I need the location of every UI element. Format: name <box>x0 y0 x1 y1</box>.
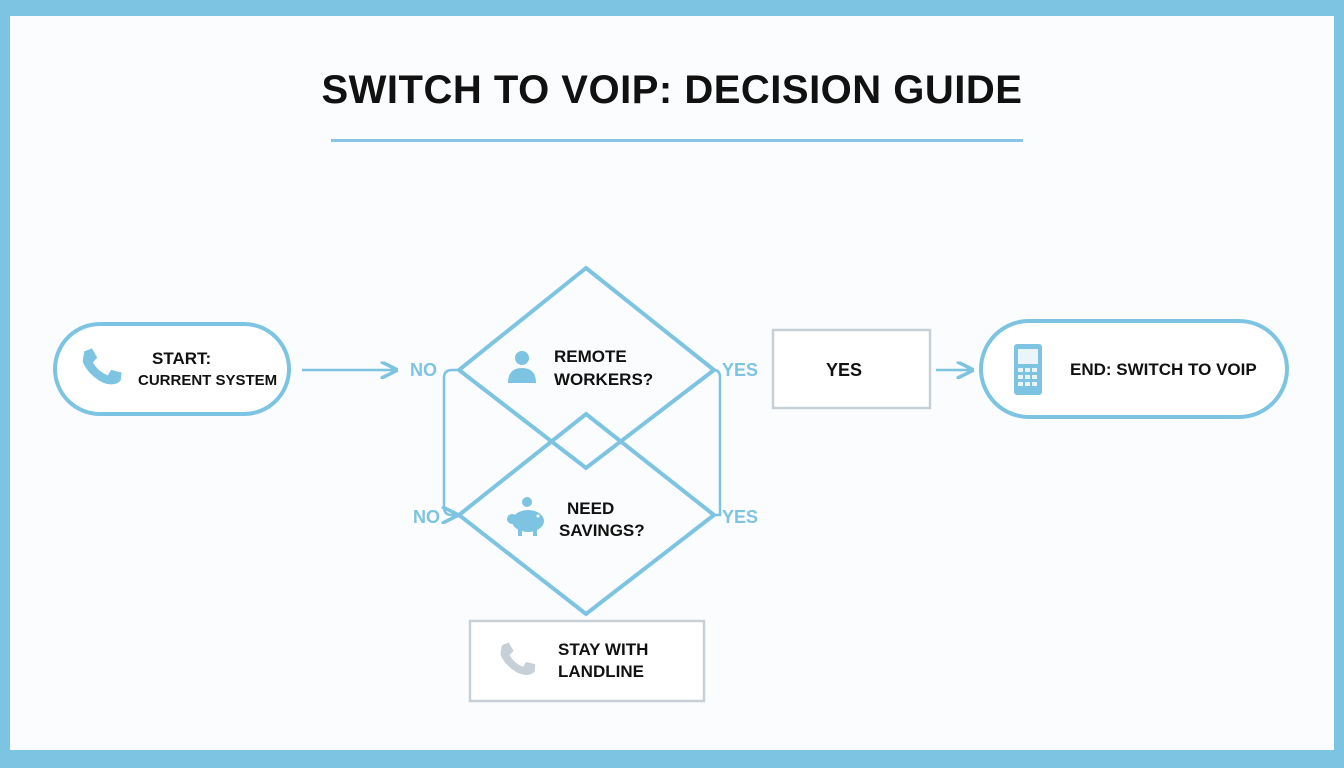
edge-remote-no-to-savings <box>444 368 459 515</box>
remote-label-line2: WORKERS? <box>554 370 654 389</box>
edge-label-remote-yes: YES <box>722 360 759 380</box>
piggy-bank-icon <box>507 497 544 536</box>
remote-workers-decision[interactable] <box>455 265 718 471</box>
edge-label-savings-no: NO <box>413 507 440 527</box>
person-icon <box>508 351 536 383</box>
savings-label-line2: SAVINGS? <box>559 521 645 540</box>
edge-savings-yes-to-remote-yes <box>713 368 722 517</box>
start-label-line1: START: <box>152 349 212 368</box>
phone-icon <box>82 348 122 385</box>
landline-phone-icon <box>500 642 536 675</box>
title-underline <box>331 139 1023 142</box>
end-node[interactable] <box>979 319 1289 419</box>
diagram-title: SWITCH TO VOIP: DECISION GUIDE <box>321 68 1023 112</box>
stay-label-line1: STAY WITH <box>558 640 649 659</box>
remote-label-line1: REMOTE <box>554 347 627 366</box>
start-label-line2: CURRENT SYSTEM <box>138 372 278 389</box>
mobile-phone-icon <box>1014 344 1042 395</box>
edge-label-savings-yes: YES <box>722 507 759 527</box>
edge-label-remote-no: NO <box>410 360 437 380</box>
yes-box[interactable] <box>771 328 932 410</box>
start-node[interactable] <box>53 322 291 416</box>
end-label: END: SWITCH TO VOIP <box>1070 360 1257 379</box>
need-savings-decision[interactable] <box>455 411 718 617</box>
yes-box-label: YES <box>826 360 863 380</box>
savings-label-line1: NEED <box>567 499 615 518</box>
stay-label-line2: LANDLINE <box>558 662 644 681</box>
